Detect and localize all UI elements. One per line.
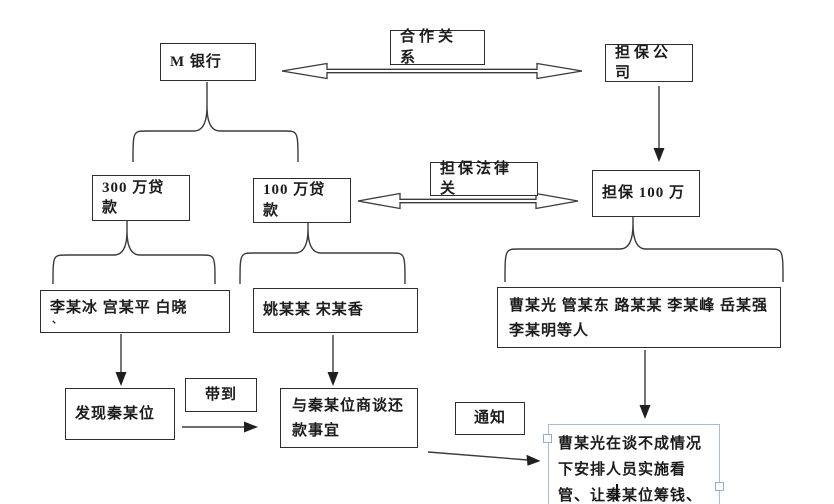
node-notify-label: 通知: [473, 410, 506, 427]
node-m-bank-label: M 银行: [170, 53, 222, 70]
node-guarantee-100-label: 担保 100 万: [602, 185, 686, 202]
brace-guarantee100-to-names: [504, 217, 784, 283]
node-cooperation[interactable]: 合作关系: [390, 29, 485, 66]
node-selected-result-label: 曹某光在谈不成情况下安排人员实施看管、让秦某位筹钱、殴打: [558, 436, 703, 504]
node-group-loan100[interactable]: 姚某某 宋某香: [253, 288, 418, 333]
node-guarantee-legal-label: 担保法律关: [440, 160, 513, 197]
node-group-loan100-label: 姚某某 宋某香: [263, 302, 364, 319]
arrowhead-names2: [327, 372, 339, 386]
text-caret: [616, 484, 618, 501]
node-cooperation-label: 合作关系: [400, 29, 458, 66]
arrowhead-find: [244, 421, 258, 433]
node-group-loan300[interactable]: 李某冰 宫某平 白晓 、: [40, 290, 230, 333]
double-arrow-cooperation: [281, 62, 583, 80]
double-arrow-guarantee-legal: [357, 192, 579, 210]
node-guarantee-company[interactable]: 担保公司: [605, 44, 693, 82]
node-negotiate-label: 与秦某位商谈还款事宜: [292, 398, 405, 439]
node-loan-100-label: 100 万贷款: [263, 182, 326, 219]
node-negotiate[interactable]: 与秦某位商谈还款事宜: [280, 388, 418, 448]
node-group-guarantee-label: 曹某光 管某东 路某某 李某峰 岳某强 李某明等人: [509, 298, 769, 339]
arrow-negotiate-to-selected: [427, 451, 529, 461]
node-find-qin-label: 发现秦某位: [75, 405, 156, 422]
node-loan-300-label: 300 万贷款: [102, 179, 165, 216]
brace-loan100-to-names: [239, 223, 406, 285]
node-bring[interactable]: 带到: [185, 378, 257, 412]
node-bring-label: 带到: [204, 386, 237, 403]
node-group-guarantee[interactable]: 曹某光 管某东 路某某 李某峰 岳某强 李某明等人: [497, 287, 781, 348]
brace-loan300-to-names: [52, 221, 216, 285]
node-group-loan300-mark: 、: [52, 315, 62, 327]
node-find-qin[interactable]: 发现秦某位: [65, 388, 175, 440]
node-loan-100[interactable]: 100 万贷款: [253, 178, 351, 223]
selection-handle-left[interactable]: [543, 434, 552, 443]
node-guarantee-legal[interactable]: 担保法律关: [430, 161, 538, 197]
arrowhead-names1: [115, 372, 127, 386]
arrowhead-guaranteeco: [653, 148, 665, 162]
node-selected-result[interactable]: 曹某光在谈不成情况下安排人员实施看管、让秦某位筹钱、殴打: [543, 424, 724, 504]
brace-bank-to-loans: [132, 82, 299, 163]
arrowhead-names3: [639, 405, 651, 419]
node-group-loan300-label: 李某冰 宫某平 白晓: [50, 300, 188, 316]
node-notify[interactable]: 通知: [455, 402, 525, 435]
node-loan-300[interactable]: 300 万贷款: [92, 175, 190, 221]
node-guarantee-company-label: 担保公司: [615, 44, 673, 81]
node-m-bank[interactable]: M 银行: [160, 43, 256, 81]
selection-handle-right[interactable]: [715, 482, 724, 491]
arrowhead-negotiate: [526, 454, 541, 466]
node-guarantee-100[interactable]: 担保 100 万: [592, 170, 700, 217]
